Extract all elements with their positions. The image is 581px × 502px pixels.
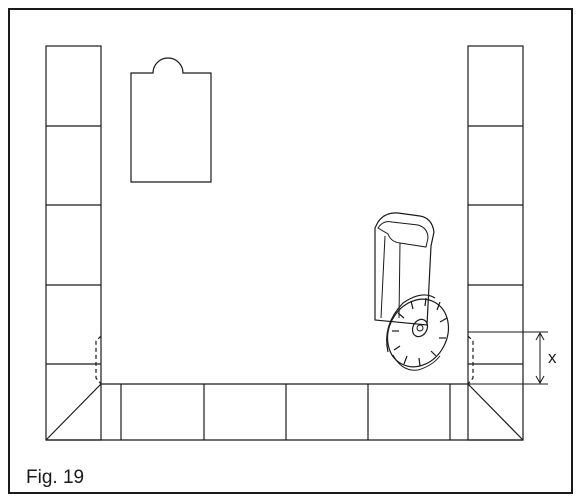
- left-cut-marker: [95, 335, 102, 385]
- dimension-label: x: [548, 348, 557, 367]
- saw-lower-guard: [392, 354, 441, 371]
- tile-saw-icon: [374, 212, 450, 371]
- right-cut-marker: [467, 335, 474, 385]
- figure-caption: Fig. 19: [26, 467, 84, 488]
- saw-body-edge-left: [380, 235, 386, 319]
- figure-frame: [8, 8, 573, 494]
- floor-tiles: [45, 383, 524, 441]
- dimension-arrowhead-bottom: [535, 375, 545, 385]
- grinder-disc-icon: [386, 297, 450, 371]
- saw-blade-guard: [386, 294, 436, 353]
- dimension-arrowhead-top: [535, 331, 545, 341]
- saw-motor-body: [374, 212, 435, 326]
- floor-right-edge: [467, 383, 524, 441]
- saw-blade: [386, 298, 450, 368]
- floor-left-edge: [45, 383, 102, 441]
- saw-body-edge: [398, 242, 401, 319]
- dimension-x: x: [468, 331, 557, 385]
- saw-motor-top: [377, 221, 429, 248]
- saw-arbor-nut: [416, 324, 424, 332]
- saw-arbor: [411, 318, 429, 338]
- door-outline: [130, 57, 212, 183]
- saw-blade-slots: [392, 297, 448, 367]
